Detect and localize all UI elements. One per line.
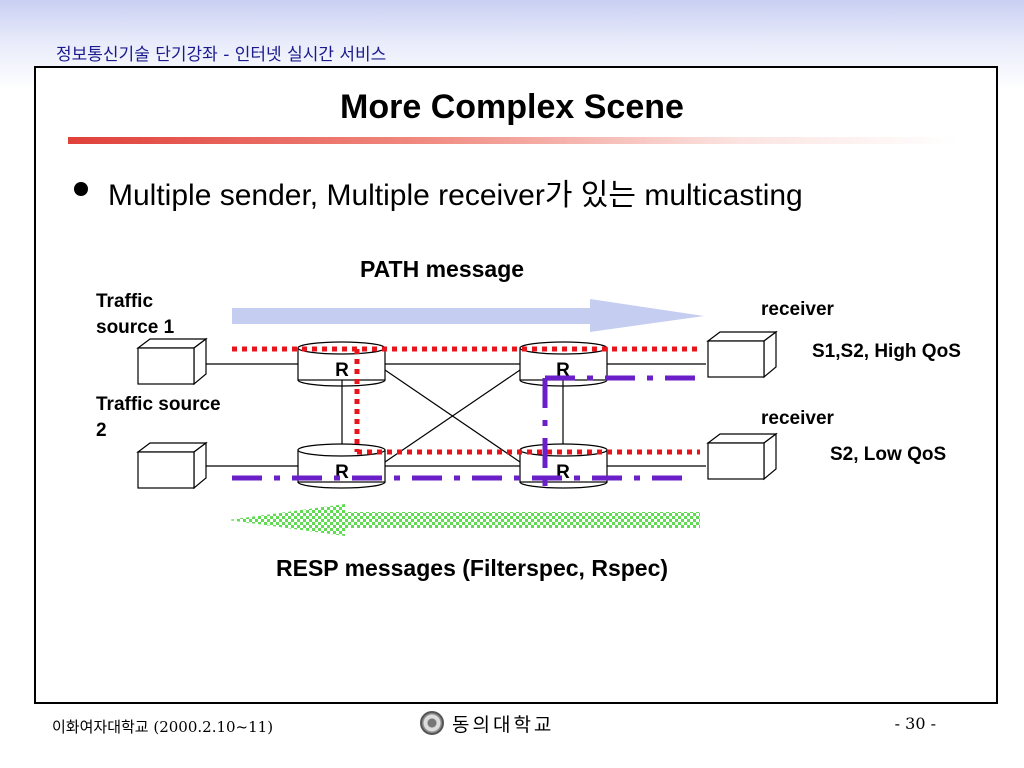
page-number: - 30 -: [894, 714, 936, 733]
source2-label-line1: Traffic source: [96, 394, 221, 415]
receiver2-qos-label: S2, Low QoS: [830, 444, 947, 465]
footer-brand: 동의대학교: [452, 713, 555, 736]
receiver2-box-icon: [706, 432, 778, 481]
source1-box-icon: [136, 337, 208, 386]
bullet-dot-icon: [74, 182, 88, 196]
router-label: R: [335, 360, 349, 381]
source2-box-icon: [136, 441, 208, 490]
bullet-text: Multiple sender, Multiple receiver가 있는 m…: [108, 179, 803, 212]
title-underline: [68, 137, 958, 144]
receiver1-label: receiver: [761, 299, 834, 320]
receiver1-qos-label: S1,S2, High QoS: [812, 341, 961, 362]
footer-venue: 이화여자대학교 (2000.2.10~11): [52, 718, 274, 736]
source1-label-line2: source 1: [96, 317, 175, 338]
receiver2-label: receiver: [761, 408, 834, 429]
resp-messages-label: RESP messages (Filterspec, Rspec): [276, 555, 669, 581]
source1-label-line1: Traffic: [96, 291, 154, 312]
high-qos-reservation-path: [232, 346, 700, 455]
slide-title: More Complex Scene: [340, 88, 684, 126]
network-links: [206, 363, 706, 467]
footer-brand-block: 동의대학교: [420, 708, 554, 738]
path-arrow: [232, 299, 704, 332]
course-title: 정보통신기술 단기강좌 - 인터넷 실시간 서비스: [56, 45, 387, 65]
source2-label-line2: 2: [96, 420, 107, 441]
router-top-left-icon: [297, 341, 386, 387]
low-qos-reservation-path: [232, 375, 700, 486]
resp-arrow: [228, 504, 700, 536]
receiver1-box-icon: [706, 330, 778, 379]
university-seal-icon: [420, 711, 444, 735]
path-message-label: PATH message: [360, 256, 525, 282]
slide-frame: [34, 66, 998, 704]
